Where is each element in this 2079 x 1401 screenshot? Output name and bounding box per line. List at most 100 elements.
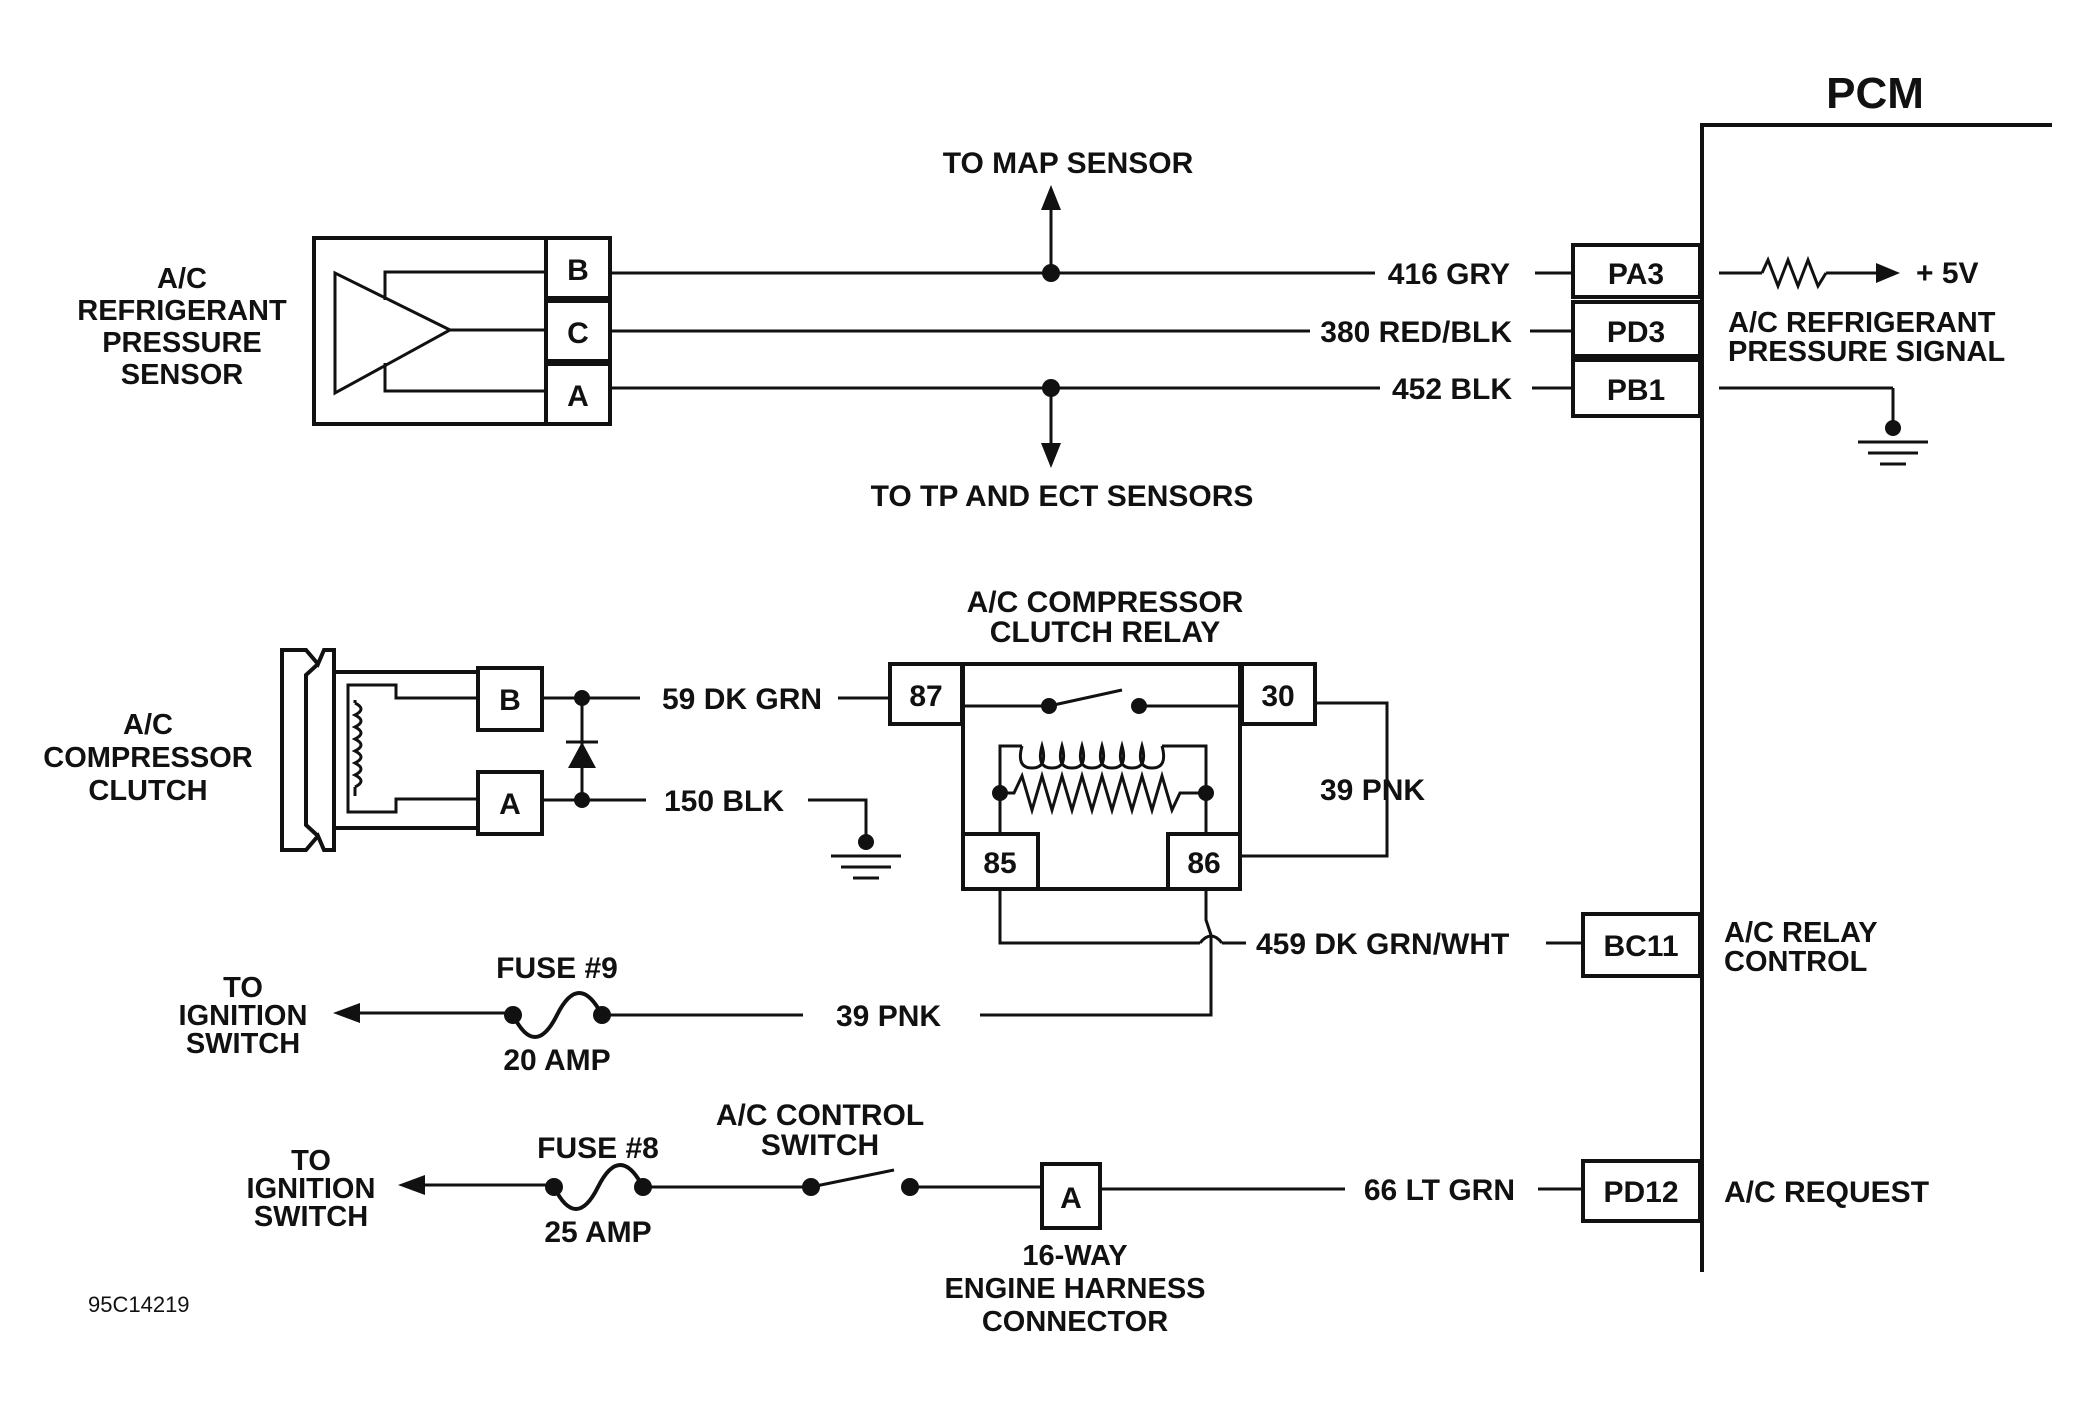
pressure-sensor-label: PRESSURE <box>102 327 262 359</box>
compressor-clutch-relay: A/C COMPRESSOR CLUTCH RELAY 87 30 85 86 <box>888 586 1317 891</box>
terminal-label: 85 <box>983 847 1016 880</box>
relay-terminal-30 <box>1240 662 1317 726</box>
wire-59-dk-grn: 59 DK GRN <box>542 683 890 716</box>
pressure-sensor: A/C REFRIGERANT PRESSURE SENSOR B C A <box>77 236 612 426</box>
pcm-block: PCM <box>1700 69 2052 1272</box>
clutch-label: A/C <box>123 709 173 741</box>
clutch-terminal-a <box>476 770 544 836</box>
harness-terminal-a <box>1040 1162 1102 1230</box>
terminal-label: A <box>499 788 521 821</box>
harness-label: ENGINE HARNESS <box>944 1273 1205 1305</box>
ignition-switch-upper: TO IGNITION SWITCH <box>179 972 308 1060</box>
relay-coil-icon <box>1018 740 1166 770</box>
relay-title-2: CLUTCH RELAY <box>990 616 1221 649</box>
arrow-right-icon <box>1876 263 1900 283</box>
ignition-label: TO <box>223 972 263 1004</box>
wire-label: 39 PNK <box>836 1000 941 1033</box>
clutch-label: CLUTCH <box>88 775 207 807</box>
switch-label: A/C CONTROL <box>716 1099 924 1132</box>
arrow-up-icon <box>1041 185 1061 210</box>
relay-control-label: A/C RELAY <box>1724 917 1878 949</box>
clutch-terminal-b <box>476 666 544 732</box>
pressure-sensor-label: REFRIGERANT <box>77 295 287 327</box>
ac-control-switch: A/C CONTROL SWITCH <box>643 1099 1042 1196</box>
ignition-label: SWITCH <box>254 1201 368 1233</box>
wire-label: 459 DK GRN/WHT <box>1256 928 1509 961</box>
control-switch-icon <box>810 1168 895 1189</box>
to-map-sensor-label: TO MAP SENSOR <box>943 147 1194 180</box>
fuse-rating: 20 AMP <box>503 1044 610 1077</box>
clutch-label: COMPRESSOR <box>43 742 253 774</box>
clutch-coil-icon <box>351 701 363 789</box>
pcm-pin-bc11: BC11 <box>1581 912 1702 978</box>
to-tp-ect-label: TO TP AND ECT SENSORS <box>871 480 1254 513</box>
fuse-9: FUSE #9 20 AMP <box>333 952 618 1077</box>
terminal-label: B <box>499 684 521 717</box>
sensor-terminal-a <box>544 362 612 426</box>
terminal-label: 87 <box>909 680 942 713</box>
pressure-sensor-label: A/C <box>157 263 207 295</box>
pcm-pin-pa3: PA3 <box>1571 243 1702 299</box>
wire-459-dk-grn-wht: 459 DK GRN/WHT <box>998 889 1583 961</box>
pin-label: PA3 <box>1608 258 1664 291</box>
fuse-8: FUSE #8 25 AMP <box>398 1132 659 1249</box>
ignition-label: IGNITION <box>179 1000 308 1032</box>
wire-label: 150 BLK <box>664 785 784 818</box>
pin-label: PD12 <box>1603 1176 1678 1209</box>
harness-label: 16-WAY <box>1022 1240 1127 1272</box>
relay-body <box>961 662 1242 891</box>
harness-connector: A 16-WAY ENGINE HARNESS CONNECTOR <box>944 1162 1206 1338</box>
terminal-label: B <box>567 254 589 287</box>
wire-label: 66 LT GRN <box>1364 1174 1515 1207</box>
plus-5v-label: + 5V <box>1916 257 1979 290</box>
fuse-icon <box>511 991 604 1039</box>
wire-label: 39 PNK <box>1320 774 1425 807</box>
relay-title: A/C COMPRESSOR <box>967 586 1244 619</box>
relay-switch-icon <box>1048 688 1123 708</box>
wire-label: 380 RED/BLK <box>1320 316 1512 349</box>
ignition-label: TO <box>291 1145 331 1177</box>
wire-66-lt-grn: 66 LT GRN <box>1100 1174 1583 1207</box>
relay-terminal-86 <box>1166 832 1242 891</box>
pcm-title: PCM <box>1826 69 1924 118</box>
pin-label: BC11 <box>1603 930 1678 963</box>
arrow-down-icon <box>1041 443 1061 468</box>
pcm-ground-symbol <box>1719 386 1928 466</box>
sensor-terminal-b <box>544 236 612 300</box>
ignition-switch-lower: TO IGNITION SWITCH <box>247 1145 376 1233</box>
terminal-label: 30 <box>1261 680 1294 713</box>
pcm-pin-pb1: PB1 <box>1571 358 1702 418</box>
relay-control-label-2: CONTROL <box>1724 946 1867 978</box>
wire-39-pnk-fuse: 39 PNK <box>602 889 1213 1033</box>
ac-request-label: A/C REQUEST <box>1724 1176 1929 1209</box>
fuse-label: FUSE #8 <box>537 1132 659 1165</box>
pin-label: PB1 <box>1607 374 1665 407</box>
fuse-rating: 25 AMP <box>544 1216 651 1249</box>
terminal-label: A <box>567 380 589 413</box>
pressure-sensor-label: SENSOR <box>121 359 244 391</box>
pcm-pin-pd12: PD12 <box>1581 1159 1702 1223</box>
clutch-body-icon <box>280 648 336 852</box>
pressure-signal-label: A/C REFRIGERANT <box>1728 307 1996 339</box>
ignition-label: SWITCH <box>186 1028 300 1060</box>
wire-452-blk: 452 BLK TO TP AND ECT SENSORS <box>610 373 1573 513</box>
pressure-signal-label-2: PRESSURE SIGNAL <box>1728 336 2005 368</box>
wire-label: 59 DK GRN <box>662 683 822 716</box>
wire-label: 452 BLK <box>1392 373 1512 406</box>
terminal-label: A <box>1060 1182 1082 1215</box>
wire-label: 416 GRY <box>1388 258 1510 291</box>
wire-39-pnk-relay: 39 PNK <box>1240 701 1425 858</box>
ignition-label: IGNITION <box>247 1173 376 1205</box>
pullup-resistor: + 5V <box>1719 255 1979 291</box>
fuse-label: FUSE #9 <box>496 952 618 985</box>
figure-id: 95C14219 <box>88 1292 190 1317</box>
wire-416-gry: 416 GRY TO MAP SENSOR <box>610 147 1573 291</box>
compressor-clutch: A/C COMPRESSOR CLUTCH B A <box>43 648 598 852</box>
terminal-label: C <box>567 317 589 350</box>
switch-label-2: SWITCH <box>761 1129 879 1162</box>
wire-150-blk: 150 BLK <box>542 785 901 880</box>
pin-label: PD3 <box>1607 316 1665 349</box>
arrow-left-icon <box>333 1003 360 1023</box>
relay-terminal-87 <box>888 662 964 726</box>
